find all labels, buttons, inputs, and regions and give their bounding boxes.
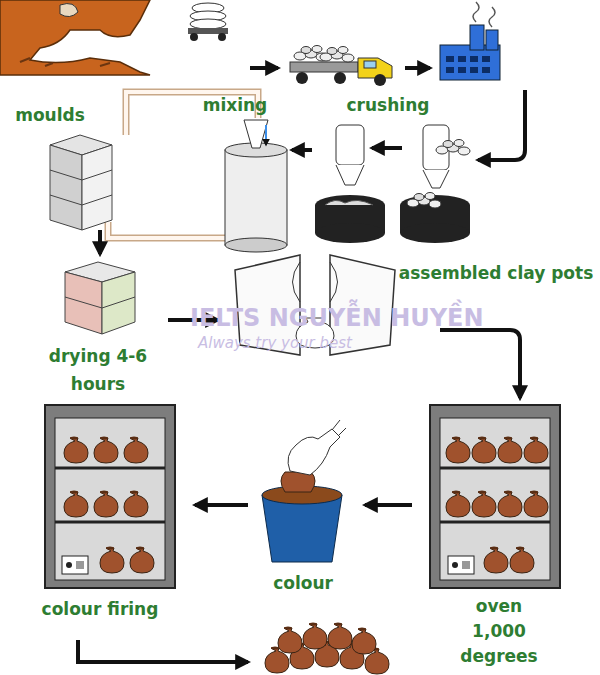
step-label: assembled clay pots (396, 262, 596, 284)
step-label: crushing (340, 94, 436, 116)
watermark: Always try your best (198, 334, 352, 352)
step-label: colour (255, 572, 351, 594)
step-label: mixing (195, 94, 275, 116)
step-label: drying 4-6 hours (40, 342, 156, 398)
watermark: IELTS NGUYỄN HUYỀN (190, 304, 484, 332)
step-label: oven 1,000 degrees (455, 594, 543, 669)
part-label: moulds (8, 104, 92, 126)
step-label: colour firing (20, 598, 180, 620)
